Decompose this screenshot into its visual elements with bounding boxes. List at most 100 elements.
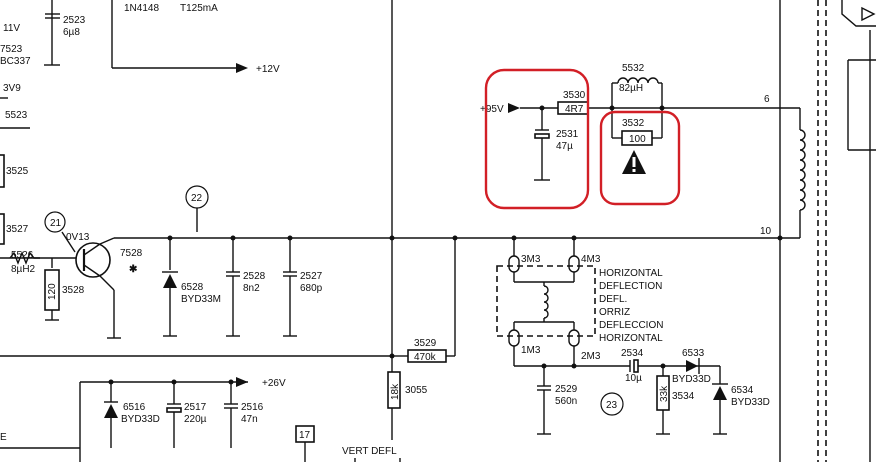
resistor-3527 [0, 213, 5, 245]
top-left-section: 1N4148 T125mA 2523 6µ8 11V 7523 BC337 3V… [0, 0, 218, 245]
supply-arrow-icon [508, 103, 520, 113]
diode-6533-icon [686, 360, 698, 372]
d6516-type-label: BYD33D [121, 414, 160, 425]
junction-dot [167, 235, 173, 241]
connector-pin-2m3 [568, 329, 580, 347]
c2528-value-label: 8n2 [243, 283, 260, 294]
c2517-value-label: 220µ [184, 414, 207, 425]
wire [841, 0, 876, 27]
junction-dot [287, 235, 293, 241]
v11-label: 11V [3, 23, 20, 34]
highlight-c2531-r3530 [484, 68, 590, 210]
c2529-value-label: 560n [555, 396, 577, 407]
pin-2m3-label: 2M3 [581, 351, 601, 362]
transistor-emitter [83, 264, 101, 277]
bc337-label: BC337 [0, 56, 31, 67]
capacitor-plate [166, 407, 182, 413]
diode-6528-icon [163, 274, 177, 288]
r3534-ref-label: 3534 [672, 391, 695, 402]
capacitor-plate [534, 133, 550, 139]
ref5523-label: 5523 [5, 110, 28, 121]
deflection-note-line-3: DEFL. [599, 294, 627, 305]
supply-95v-network: +95V 3530 4R7 2531 47µ 5532 82µH 3532 10… [480, 63, 780, 210]
node-22-label: 22 [191, 193, 203, 204]
v26-label: +26V [262, 378, 286, 389]
c2523-ref-label: 2523 [63, 15, 86, 26]
junction-dot [389, 353, 395, 359]
deflection-note-line-6: HORIZONTAL [599, 333, 663, 344]
r3529-ref-label: 3529 [414, 338, 437, 349]
yoke-coil [543, 285, 549, 319]
d6534-type-label: BYD33D [731, 397, 770, 408]
transistor-collector [83, 243, 101, 256]
pin-1m3-label: 1M3 [521, 345, 541, 356]
supply-arrow-icon [236, 63, 248, 73]
r3055-value-label: 18k [390, 383, 401, 400]
inductor-5532 [617, 77, 659, 84]
node-17-label: 17 [299, 430, 311, 441]
c2527-ref-label: 2527 [300, 271, 323, 282]
pin-6-label: 6 [764, 94, 770, 105]
r3055-ref-label: 3055 [405, 385, 428, 396]
d6533-ref-label: 6533 [682, 348, 705, 359]
v3v9-label: 3V9 [3, 83, 21, 94]
c2516-value-label: 47n [241, 414, 258, 425]
r3528-value-label: 120 [47, 283, 58, 300]
pin-3m3-label: 3M3 [521, 254, 541, 265]
warning-exclamation [632, 157, 636, 167]
r3534-value-label: 33k [659, 385, 670, 402]
c2516-ref-label: 2516 [241, 402, 264, 413]
junction-dot [389, 235, 395, 241]
connector-pin-4m3 [568, 255, 580, 273]
r3528-ref-label: 3528 [62, 285, 85, 296]
c2531-ref-label: 2531 [556, 129, 579, 140]
bottom-strip: 17 VERT DEFL E [0, 425, 401, 462]
diode-1n4148-label: 1N4148 [124, 3, 159, 14]
d6528-ref-label: 6528 [181, 282, 204, 293]
r3530-ref-label: 3530 [563, 90, 586, 101]
inductor-5526 [9, 251, 52, 265]
transistor-stage: 21 0V13 5526 8µH2 7528 ✱ 120 3528 [9, 211, 143, 339]
v95-label: +95V [480, 104, 504, 115]
l5526-ref-label: 5526 [11, 250, 34, 261]
ref7523-label: 7523 [0, 44, 23, 55]
connector-pin-1m3 [508, 329, 520, 347]
r3529-branch: 3529 470k 18k 3055 [387, 238, 456, 409]
node-23-label: 23 [606, 400, 618, 411]
node-marker [44, 211, 66, 233]
wire [99, 275, 115, 291]
c2534-ref-label: 2534 [621, 348, 644, 359]
r3530-value-label: 4R7 [565, 104, 584, 115]
node-21-label: 21 [50, 218, 62, 229]
vert-defl-label: VERT DEFL [342, 446, 397, 457]
deflection-note-line-1: HORIZONTAL [599, 268, 663, 279]
c2534-value-label: 10µ [625, 373, 642, 384]
ref3527-label: 3527 [6, 224, 29, 235]
c2528-ref-label: 2528 [243, 271, 266, 282]
deflection-note-line-4: ORRIZ [599, 307, 630, 318]
connector-dashed-frame [496, 265, 596, 337]
edge-letter-label: E [0, 432, 7, 443]
v12-supply-line: +12V [111, 0, 280, 75]
ref3525-label: 3525 [6, 166, 29, 177]
resistor-3055 [387, 371, 401, 409]
wire [61, 231, 76, 253]
r3529-value-label: 470k [414, 352, 437, 363]
connector-pin-3m3 [508, 255, 520, 273]
l5526-value-label: 8µH2 [11, 264, 36, 275]
supply-arrow-icon [236, 377, 248, 387]
c2517-ref-label: 2517 [184, 402, 207, 413]
output-network: 2529 560n 2534 10µ 6533 BYD33D 6534 BYD3… [537, 348, 770, 435]
shunt-components: 6528 BYD33M 2528 8n2 2527 680p [162, 238, 323, 337]
diode-6516-icon [104, 404, 118, 418]
c2529-ref-label: 2529 [555, 384, 578, 395]
deflection-note-line-5: DEFLECCION [599, 320, 663, 331]
c2523-value-label: 6µ8 [63, 27, 80, 38]
resistor-3525 [0, 154, 5, 188]
d6533-type-label: BYD33D [672, 374, 711, 385]
r3532-ref-label: 3532 [622, 118, 645, 129]
r3532-value-label: 100 [629, 134, 646, 145]
warning-dot [632, 169, 636, 172]
c2531-value-label: 47µ [556, 141, 573, 152]
